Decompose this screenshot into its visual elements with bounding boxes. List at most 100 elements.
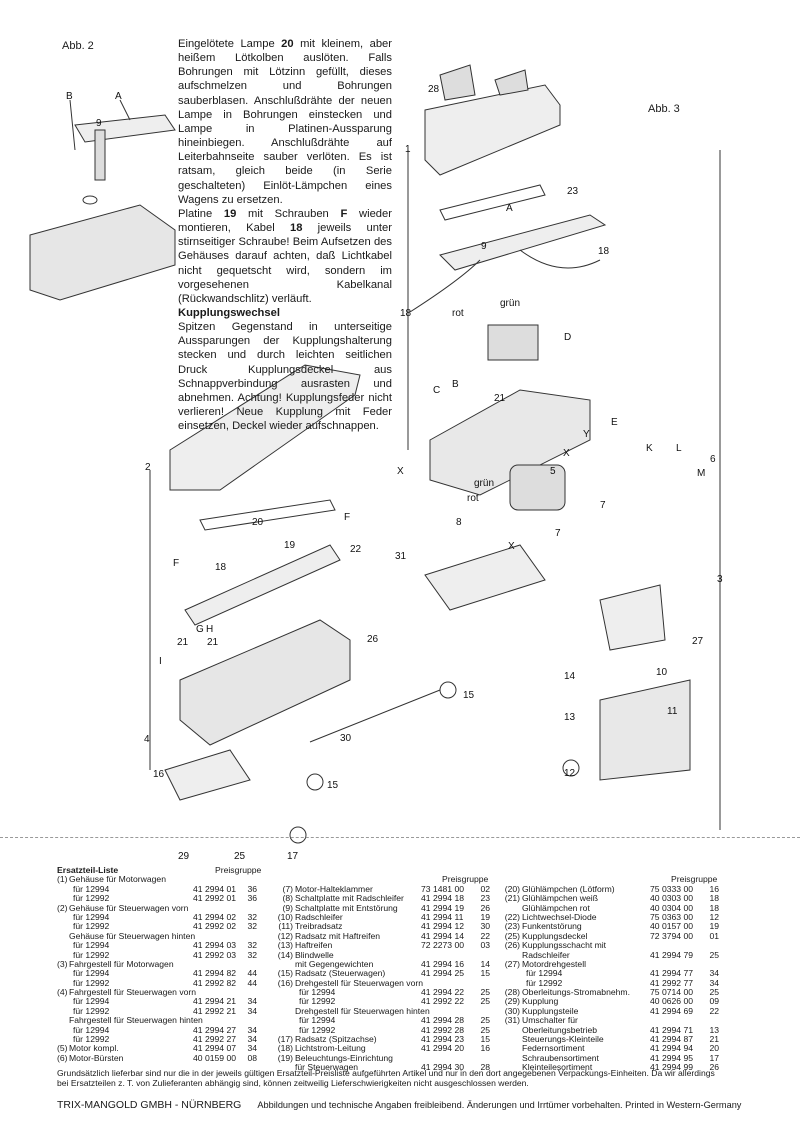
part-description: Lichtwechsel-Diode xyxy=(522,911,597,922)
price-group: 15 xyxy=(480,1034,490,1045)
part-description: Radschleifer xyxy=(522,949,570,960)
price-group: 16 xyxy=(709,883,719,894)
price-header: Preisgruppe xyxy=(215,865,262,875)
company-name: TRIX-MANGOLD GMBH - NÜRNBERG xyxy=(57,1099,242,1111)
price-group: 34 xyxy=(709,968,719,979)
callout: 12 xyxy=(564,768,576,779)
callout: 16 xyxy=(153,769,165,780)
article-number: 41 2994 12 xyxy=(421,921,465,932)
part-description: Lichtstrom-Leitung xyxy=(295,1043,366,1054)
part-number: (1) xyxy=(57,874,68,885)
callout: 21 xyxy=(494,393,506,404)
part-number: (4) xyxy=(57,987,68,998)
callout: 21 xyxy=(177,637,189,648)
price-group: 26 xyxy=(709,1062,719,1073)
part-description: für 12992 xyxy=(73,1034,110,1045)
callout: 9 xyxy=(481,241,487,252)
part-description: Radschleifer xyxy=(295,911,343,922)
callout: rot xyxy=(467,493,479,504)
instructions-paragraph-3: Spitzen Gegenstand in unterseitige Aussp… xyxy=(178,321,392,433)
article-number: 41 2992 82 xyxy=(193,977,237,988)
part-description: Treibradsatz xyxy=(295,921,343,932)
part-description: Blindwelle xyxy=(295,949,334,960)
part-number: (23) xyxy=(504,921,520,932)
part-number: (13) xyxy=(277,940,293,951)
part-description: Haftreifen xyxy=(295,940,333,951)
article-number: 41 2992 01 xyxy=(193,893,237,904)
article-number: 41 2994 27 xyxy=(193,1024,237,1035)
part-description: Motordrehgestell xyxy=(522,958,587,969)
part-description: Federnsortiment xyxy=(522,1043,585,1054)
figure-label-abb2: Abb. 2 xyxy=(62,40,94,52)
article-number: 41 2994 02 xyxy=(193,911,237,922)
callout: grün xyxy=(500,298,520,309)
price-group: 18 xyxy=(709,893,719,904)
price-group: 34 xyxy=(247,1024,257,1035)
callout: 4 xyxy=(144,734,150,745)
price-group: 25 xyxy=(480,1015,490,1026)
article-number: 41 2994 19 xyxy=(421,902,465,913)
part-number: (18) xyxy=(277,1043,293,1054)
price-group: 08 xyxy=(247,1052,257,1063)
part-description: Oberleitungsbetrieb xyxy=(522,1024,598,1035)
part-description: Radsatz mit Haftreifen xyxy=(295,930,381,941)
callout: 2 xyxy=(145,462,151,473)
exploded-diagram: B A 9 28 1 23 A 9 18 18 grün rot D B C 2… xyxy=(29,64,723,862)
figure-label-abb3: Abb. 3 xyxy=(648,103,680,115)
part-description: für 12992 xyxy=(299,996,336,1007)
article-number: 41 2992 03 xyxy=(193,949,237,960)
price-group: 34 xyxy=(247,996,257,1007)
cut-line-divider xyxy=(0,837,800,838)
callout: 21 xyxy=(207,637,219,648)
availability-note: Grundsätzlich lieferbar sind nur die in … xyxy=(57,1068,715,1088)
instructions-paragraph-2: Platine 19 mit Schrauben F wieder montie… xyxy=(178,207,392,305)
part-number: (12) xyxy=(277,930,293,941)
part-description: Radsatz (Spitzachse) xyxy=(295,1034,377,1045)
part-number: (26) xyxy=(504,940,520,951)
article-number: 40 0303 00 xyxy=(650,893,694,904)
callout: I xyxy=(159,656,162,667)
parts-list-row: (1)Gehäuse für Motorwagen xyxy=(57,874,267,885)
part-description: Kleinteilesortiment xyxy=(522,1062,593,1073)
part-description: für 12992 xyxy=(299,1024,336,1035)
part-number: (2) xyxy=(57,902,68,913)
part-number: (6) xyxy=(57,1052,68,1063)
callout: 17 xyxy=(287,851,299,862)
callout: 23 xyxy=(567,186,579,197)
part-description: Schaltplatte mit Radschleifer xyxy=(295,893,404,904)
part-number: (14) xyxy=(277,949,293,960)
part-description: für 12992 xyxy=(73,921,110,932)
callout: 10 xyxy=(656,667,668,678)
callout: 22 xyxy=(350,544,362,555)
part-description: Motor-Halteklammer xyxy=(295,883,373,894)
article-number: 41 2994 94 xyxy=(650,1043,694,1054)
price-group: 25 xyxy=(480,987,490,998)
part-description: Schraubensortiment xyxy=(522,1052,599,1063)
part-description: Fahrgestell für Steuerwagen vorn xyxy=(69,987,197,998)
part-description: Schaltplatte mit Entstörung xyxy=(295,902,398,913)
part-number: (29) xyxy=(504,996,520,1007)
price-group: 17 xyxy=(709,1052,719,1063)
part-description: für 12992 xyxy=(73,893,110,904)
callout: D xyxy=(564,332,571,343)
part-description: Gehäuse für Steuerwagen vorn xyxy=(69,902,189,913)
callout: 7 xyxy=(600,500,606,511)
callout: F xyxy=(173,558,179,569)
callout: L xyxy=(676,443,682,454)
